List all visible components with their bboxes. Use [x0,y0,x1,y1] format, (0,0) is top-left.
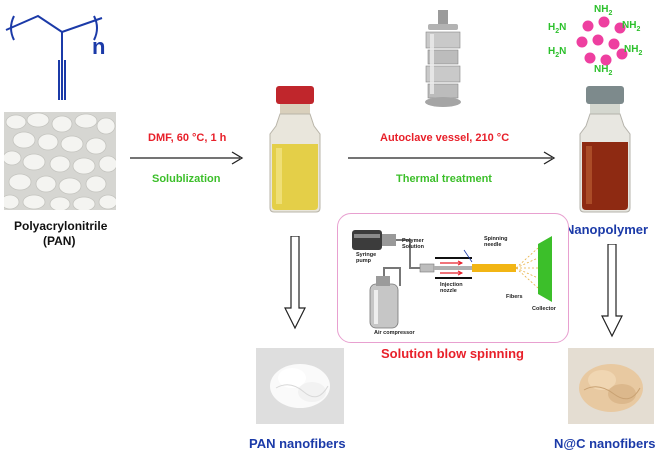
amine-label-4: H2N [548,46,567,59]
amine-label-6: NH2 [594,64,613,77]
sbs-spinning-needle: Spinning needle [484,236,508,248]
autoclave-image [425,10,461,107]
nc-nanofibers-label: N@C nanofibers [554,436,656,451]
amine-label-5: NH2 [624,44,643,57]
pan-nanofibers-label: PAN nanofibers [249,436,346,451]
pan-structure [5,14,103,100]
sbs-injection-nozzle: Injection nozzle [440,282,463,294]
step1-arrow [130,151,244,165]
sbs-collector: Collector [532,306,556,312]
pan-label-line1: Polyacrylonitrile [14,219,108,233]
sbs-syringe-pump: Syringe pump [356,252,377,264]
sbs-air-compressor: Air compressor [374,330,415,336]
right-bracket [93,15,98,41]
amine-label-2: H2N [548,22,567,35]
nc-nanofiber-image [568,348,654,424]
amine-label-3: NH2 [622,20,641,33]
sbs-polymer-solution: Polymer Solution [402,238,424,250]
step2-process: Thermal treatment [396,173,492,185]
amine-label-1: NH2 [594,4,613,17]
step1-process: Solublization [152,173,221,185]
nanoparticle-dots [576,16,628,66]
step2-condition: Autoclave vessel, 210 °C [380,132,510,144]
red-vial-image [579,86,631,213]
yellow-vial-image [269,86,321,213]
nanopolymer-label: Nanopolymer [565,222,649,237]
down-arrow-right [601,244,623,338]
sbs-schematic [352,230,552,329]
sbs-title: Solution blow spinning [381,346,524,361]
step2-arrow [348,151,556,165]
sbs-fibers: Fibers [506,294,523,300]
pan-powder-image [4,112,116,210]
repeat-symbol: n [92,34,106,59]
pan-nanofiber-image [256,348,344,424]
pan-label-line2: (PAN) [43,234,76,248]
step1-condition: DMF, 60 °C, 1 h [148,132,227,144]
down-arrow-left [284,236,306,330]
